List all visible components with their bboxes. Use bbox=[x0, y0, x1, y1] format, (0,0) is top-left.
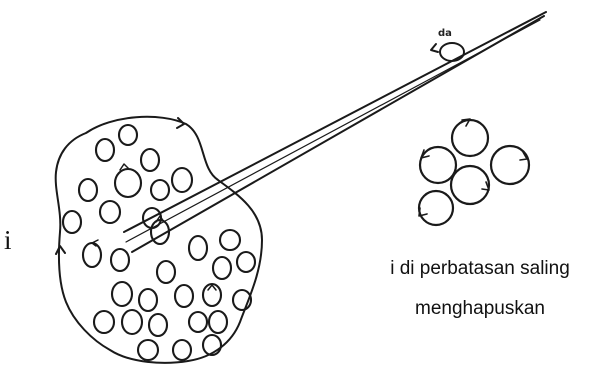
cluster-arrows-icon bbox=[419, 119, 527, 216]
boundary-arrow-left-icon bbox=[56, 246, 65, 254]
da-loop bbox=[440, 43, 464, 61]
da-label: da bbox=[438, 28, 452, 39]
caption-text: i di perbatasan saling menghapuskan bbox=[356, 258, 602, 320]
current-symbol-label: i bbox=[4, 227, 12, 254]
adjacent-loops-cluster bbox=[419, 120, 529, 225]
boundary-arrow-top-icon bbox=[177, 118, 184, 128]
da-arrow-icon bbox=[431, 44, 438, 52]
tube-mid-line bbox=[126, 20, 540, 242]
caption-line-2: menghapuskan bbox=[356, 298, 602, 320]
caption-line-1: i di perbatasan saling bbox=[356, 258, 602, 280]
surface-boundary bbox=[56, 117, 262, 363]
